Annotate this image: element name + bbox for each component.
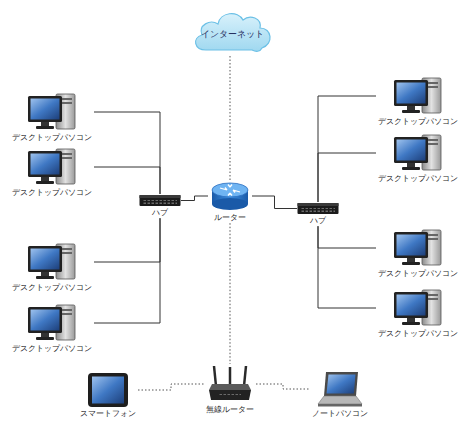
hub-icon: [297, 202, 339, 215]
desktop-pc: デスクトップパソコン: [376, 133, 460, 184]
device-label: デスクトップパソコン: [10, 282, 94, 293]
laptop-pc: ノートパソコン: [310, 370, 370, 419]
wireless-link: [256, 384, 310, 389]
network-hub: ハブ: [139, 194, 181, 218]
internet-cloud: インターネット: [190, 6, 274, 56]
network-cable: [94, 218, 160, 323]
device-label: スマートフォン: [78, 408, 138, 419]
wireless-link: [230, 223, 231, 364]
network-cable: [318, 153, 376, 202]
desktop-pc: デスクトップパソコン: [10, 147, 94, 198]
wireless-link: [230, 56, 231, 180]
device-label: ハブ: [308, 215, 328, 226]
device-label: ルーター: [212, 212, 248, 223]
network-cable: [94, 112, 160, 194]
hub-icon: [139, 194, 181, 207]
desktop-icon: [26, 303, 78, 343]
desktop-pc: デスクトップパソコン: [10, 242, 94, 293]
desktop-icon: [392, 288, 444, 328]
desktop-pc: デスクトップパソコン: [376, 288, 460, 339]
device-label: デスクトップパソコン: [10, 187, 94, 198]
wireless-icon: [207, 364, 253, 404]
device-label: デスクトップパソコン: [376, 328, 460, 339]
desktop-icon: [26, 147, 78, 187]
device-label: デスクトップパソコン: [376, 173, 460, 184]
smartphone: スマートフォン: [78, 372, 138, 419]
device-label: ハブ: [150, 207, 170, 218]
desktop-icon: [392, 76, 444, 116]
network-cable: [318, 226, 376, 248]
device-label: デスクトップパソコン: [376, 116, 460, 127]
laptop-icon: [316, 370, 364, 408]
desktop-pc: デスクトップパソコン: [376, 76, 460, 127]
network-cable: [318, 96, 376, 202]
desktop-pc: デスクトップパソコン: [10, 303, 94, 354]
network-hub: ハブ: [297, 202, 339, 226]
device-label: デスクトップパソコン: [376, 268, 460, 279]
desktop-icon: [392, 133, 444, 173]
wireless-router: 無線ルーター: [204, 364, 256, 415]
router: ルーター: [208, 180, 252, 223]
tablet-icon: [87, 372, 129, 408]
network-cable: [318, 226, 376, 308]
device-label: 無線ルーター: [204, 404, 256, 415]
network-cable: [94, 218, 160, 262]
desktop-pc: デスクトップパソコン: [376, 228, 460, 279]
device-label: デスクトップパソコン: [10, 132, 94, 143]
desktop-icon: [26, 242, 78, 282]
router-icon: [208, 180, 252, 212]
device-label: ノートパソコン: [310, 408, 370, 419]
desktop-pc: デスクトップパソコン: [10, 92, 94, 143]
device-label: デスクトップパソコン: [10, 343, 94, 354]
device-label: インターネット: [199, 28, 266, 40]
desktop-icon: [26, 92, 78, 132]
desktop-icon: [392, 228, 444, 268]
network-cable: [252, 196, 297, 209]
network-cable: [94, 167, 160, 194]
network-cable: [181, 196, 208, 201]
wireless-link: [138, 384, 204, 390]
